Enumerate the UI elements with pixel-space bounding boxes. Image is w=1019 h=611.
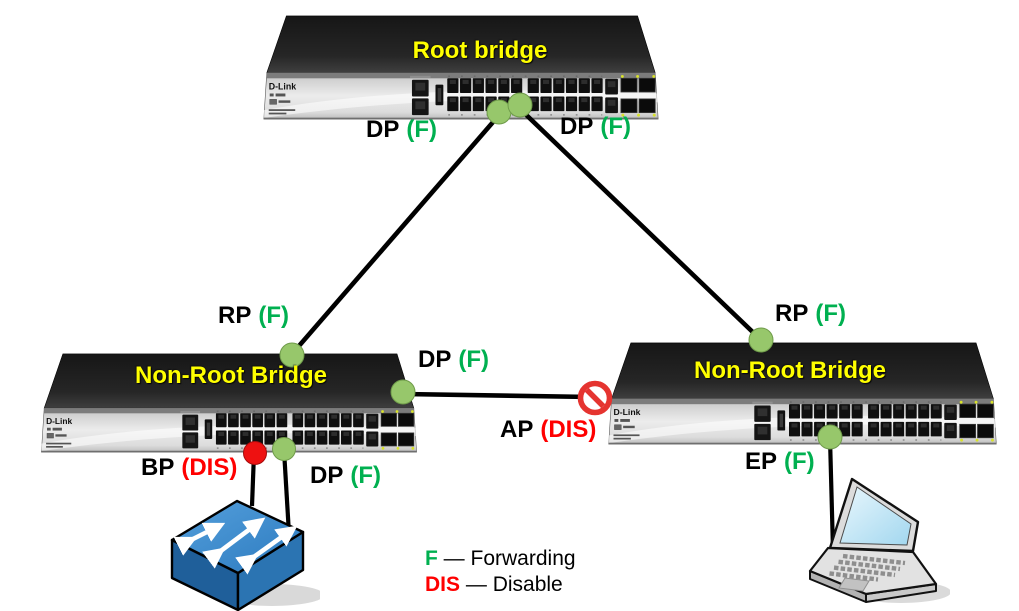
port-state: (F) [258,302,289,329]
title-right-non-root-bridge: Non-Root Bridge [694,357,886,384]
legend-row-disable: DIS — Disable [425,572,576,598]
link-left-to-right-bridge [402,391,593,400]
hub-device [170,499,320,611]
label-left-dp-link: DP(F) [418,348,489,372]
port-state: (DIS) [181,454,238,481]
port-state: (F) [458,346,489,373]
port-state: (F) [600,113,631,140]
laptop-keyboard [829,553,906,582]
dot-right-ep-forwarding [817,424,843,450]
dot-left-rp-forwarding [279,342,305,368]
port-role: EP [745,448,778,475]
label-right-rp: RP(F) [775,302,846,326]
legend: F — Forwarding DIS — Disable [425,546,576,598]
port-role: RP [775,300,809,327]
label-root-dp-left: DP(F) [366,118,437,142]
hub-arrows-icon [173,517,298,575]
port-role: AP [500,416,534,443]
label-left-rp: RP(F) [218,304,289,328]
port-role: DP [418,346,452,373]
dot-left-bp-blocked [243,441,267,465]
legend-key-forwarding: F [425,547,438,570]
port-state: (F) [815,300,846,327]
link-root-to-left-bridge [290,112,502,356]
port-role: DP [560,113,594,140]
port-role: DP [366,116,400,143]
dot-root-dp-left-forwarding [486,99,512,125]
port-role: BP [141,454,175,481]
label-root-dp-right: DP(F) [560,115,631,139]
label-left-dp-down: DP(F) [310,464,381,488]
port-state: (F) [350,462,381,489]
label-right-ap: AP(DIS) [500,418,596,442]
dot-right-rp-forwarding [748,327,774,353]
laptop-device [808,477,950,603]
legend-text-forwarding: — Forwarding [443,547,576,570]
label-left-bp: BP(DIS) [141,456,237,480]
port-state: (DIS) [540,416,597,443]
port-role: DP [310,462,344,489]
dot-left-dp-down-forwarding [272,437,296,461]
port-role: RP [218,302,252,329]
link-root-to-right-bridge [517,106,762,341]
legend-row-forwarding: F — Forwarding [425,546,576,572]
legend-key-disable: DIS [425,573,461,597]
title-left-non-root-bridge: Non-Root Bridge [135,362,327,389]
dot-left-dp-link-forwarding [390,379,416,405]
link-dp-to-hub [281,449,292,535]
dot-root-dp-right-forwarding [507,92,533,118]
label-right-ep: EP(F) [745,450,815,474]
link-ep-to-laptop [827,437,836,551]
legend-text-disable: — Disable [465,573,563,597]
laptop-screen [839,486,912,546]
laptop-touchpad [838,577,870,592]
port-state: (F) [784,448,815,475]
prohibition-sign-icon [577,380,613,416]
title-root-bridge: Root bridge [412,37,548,64]
laptop-base-top [808,546,938,596]
port-state: (F) [406,116,437,143]
